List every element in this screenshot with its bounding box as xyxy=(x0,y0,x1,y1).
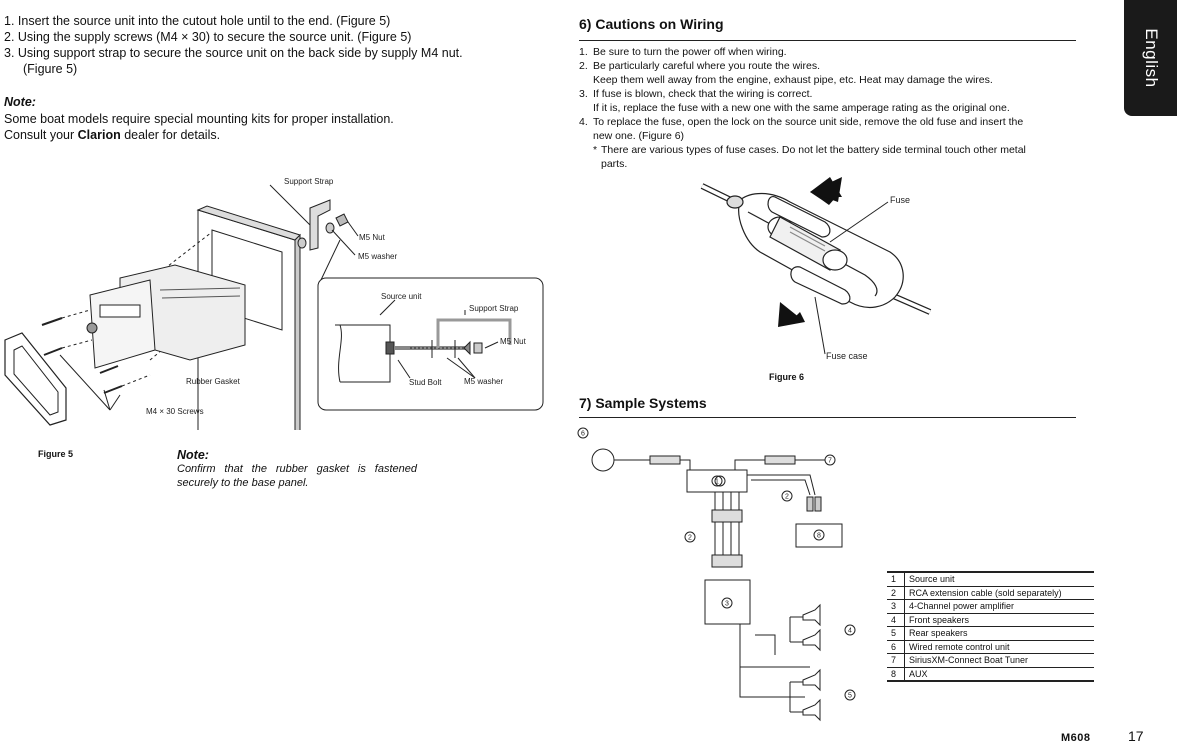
aux-box xyxy=(795,523,843,548)
fuse-case-warning: *There are various types of fuse cases. … xyxy=(593,144,1026,156)
install-step-3-cont: (Figure 5) xyxy=(23,62,78,76)
wiring-list: 1.Be sure to turn the power off when wir… xyxy=(579,45,1077,171)
mounting-note: Note: Some boat models require special m… xyxy=(4,94,524,144)
fuse-case-warning-cont: parts. xyxy=(601,158,628,170)
label-detail-m5-nut: M5 Nut xyxy=(500,337,527,346)
label-rubber-gasket: Rubber Gasket xyxy=(186,377,241,386)
note-line-2-suffix: dealer for details. xyxy=(120,128,221,142)
source-unit-box xyxy=(686,469,748,493)
marker-7: 7 xyxy=(828,458,832,465)
marker-2a: 2 xyxy=(785,494,789,501)
wiring-item: 3.If fuse is blown, check that the wirin… xyxy=(579,88,813,100)
wiring-item: If it is, replace the fuse with a new on… xyxy=(593,102,1010,114)
fuse xyxy=(767,216,848,271)
figure-6-caption: Figure 6 xyxy=(769,372,805,382)
language-tab-label: English xyxy=(1141,28,1161,88)
figure-5-caption: Figure 5 xyxy=(38,449,74,459)
support-strap xyxy=(309,199,331,251)
brand-name: Clarion xyxy=(77,128,121,142)
wiring-item: 4.To replace the fuse, open the lock on … xyxy=(579,116,1024,128)
label-stud-bolt: Stud Bolt xyxy=(409,378,442,387)
wiring-title: 6) Cautions on Wiring xyxy=(579,16,724,32)
label-support-strap: Support Strap xyxy=(284,177,334,186)
screws xyxy=(41,317,123,394)
label-detail-support-strap: Support Strap xyxy=(469,304,519,313)
note-line-1: Some boat models require special mountin… xyxy=(4,111,394,126)
marker-3: 3 xyxy=(725,601,729,608)
remote-control-unit xyxy=(591,448,615,472)
label-source-unit: Source unit xyxy=(381,292,422,301)
install-steps: 1. Insert the source unit into the cutou… xyxy=(4,13,524,77)
label-m5-washer: M5 washer xyxy=(358,252,397,261)
sample-system-diagram: 6 7 1 2 2 3 4 5 8 xyxy=(577,427,856,722)
page-number: 17 xyxy=(1128,728,1144,744)
label-fuse-case: Fuse case xyxy=(826,351,868,361)
note-heading: Note: xyxy=(4,95,36,109)
marker-8: 8 xyxy=(817,533,821,540)
label-fuse: Fuse xyxy=(890,195,910,205)
speaker-icons xyxy=(802,603,821,722)
gasket-note-text: Confirm that the rubber gasket is fasten… xyxy=(177,463,417,489)
marker-6: 6 xyxy=(581,431,585,438)
wiring-item: 2.Be particularly careful where you rout… xyxy=(579,60,821,72)
samples-title: 7) Sample Systems xyxy=(579,395,707,411)
samples-rule xyxy=(579,417,1076,418)
marker-2b: 2 xyxy=(688,535,692,542)
marker-4: 4 xyxy=(848,628,852,635)
figure-5-illustration: Support Strap M5 Nut M5 washer Rubber Ga… xyxy=(4,177,544,430)
wiring-item: 1.Be sure to turn the power off when wir… xyxy=(579,46,787,58)
wiring-item: Keep them well away from the engine, exh… xyxy=(593,74,993,86)
figure-6-illustration: Fuse Fuse case xyxy=(700,177,932,361)
gasket-note-heading: Note: xyxy=(177,448,209,462)
amplifier-box xyxy=(704,579,751,625)
label-detail-m5-washer: M5 washer xyxy=(464,377,503,386)
gasket-note: Note: Confirm that the rubber gasket is … xyxy=(177,448,417,490)
install-step-1: 1. Insert the source unit into the cutou… xyxy=(4,14,391,28)
marker-5: 5 xyxy=(848,693,852,700)
install-step-3: 3. Using support strap to secure the sou… xyxy=(4,46,463,60)
language-tab: English xyxy=(1124,0,1177,116)
label-screws: M4 × 30 Screws xyxy=(146,407,204,416)
wiring-item: new one. (Figure 6) xyxy=(593,130,685,142)
model-number: M608 xyxy=(1061,732,1091,744)
marker-1: 1 xyxy=(715,479,719,486)
note-line-2-prefix: Consult your xyxy=(4,128,78,142)
note-line-2: Consult your Clarion dealer for details. xyxy=(4,127,524,144)
install-step-2: 2. Using the supply screws (M4 × 30) to … xyxy=(4,30,412,44)
wiring-rule xyxy=(579,40,1076,41)
label-m5-nut: M5 Nut xyxy=(359,233,386,242)
